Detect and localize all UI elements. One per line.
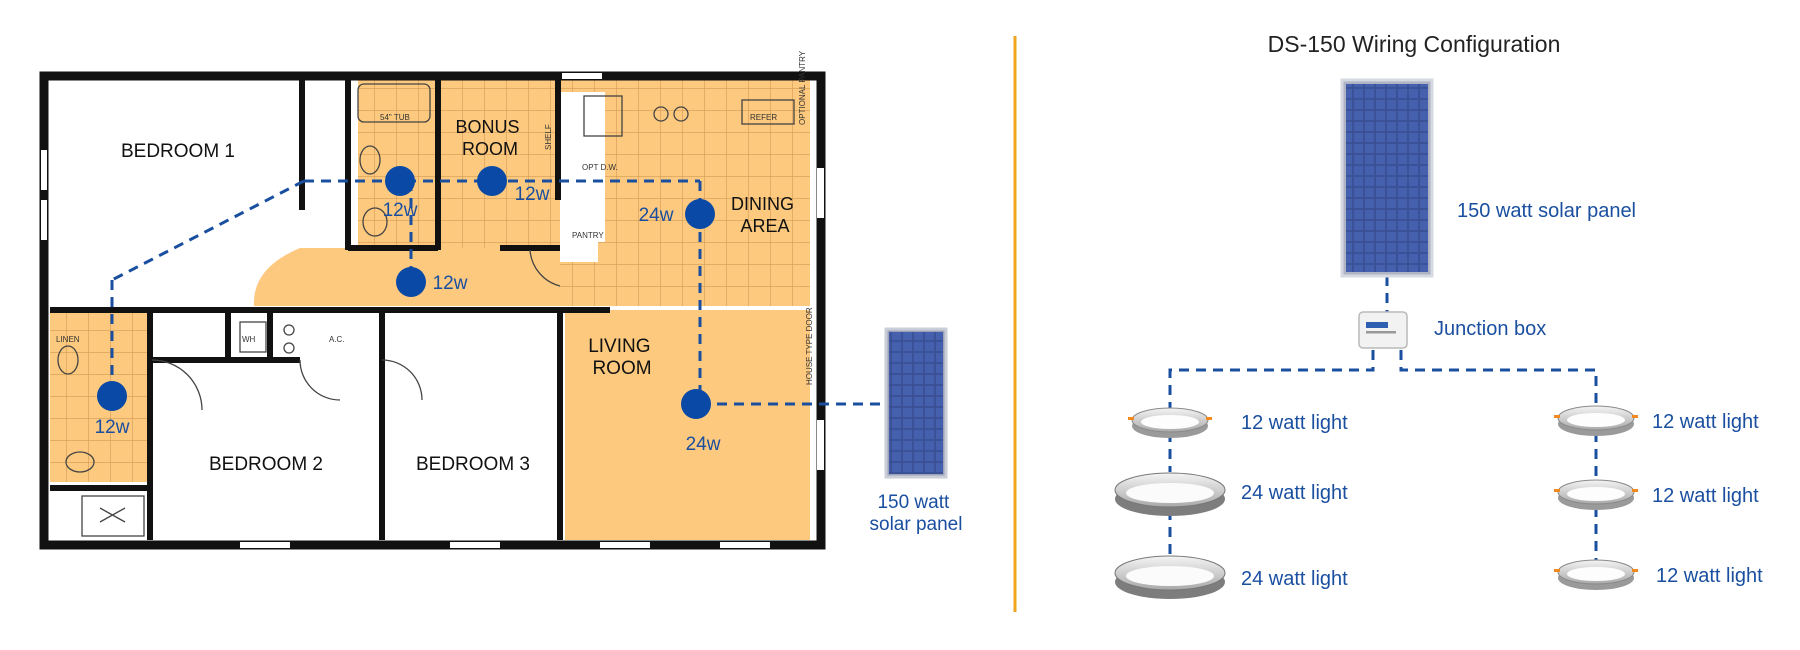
label-optional-pantry: OPTIONAL PANTRY bbox=[798, 50, 807, 125]
light-label: 24w bbox=[639, 205, 674, 226]
floor-plan-lights: 12w 12w 24w 12w 12w 24w bbox=[95, 166, 721, 455]
label-tub: 54" TUB bbox=[380, 113, 410, 122]
diagram-wiring bbox=[1168, 276, 1598, 560]
sink bbox=[583, 95, 623, 137]
label-linen: LINEN bbox=[56, 335, 80, 344]
fixture-label: 12 watt light bbox=[1652, 411, 1759, 433]
windows bbox=[41, 73, 824, 548]
fixture-label: 12 watt light bbox=[1241, 412, 1348, 434]
label-refer: REFER bbox=[750, 113, 777, 122]
light-dot bbox=[385, 166, 415, 196]
light-dot bbox=[97, 381, 127, 411]
right-branch: 12 watt light 12 watt light 12 watt ligh… bbox=[1553, 405, 1763, 591]
light-dot bbox=[681, 389, 711, 419]
label-shelf: SHELF bbox=[544, 124, 553, 150]
bathtub bbox=[357, 83, 431, 123]
light-dot bbox=[477, 166, 507, 196]
room-label-bedroom3: BEDROOM 3 bbox=[416, 454, 530, 475]
label-house-type-door: HOUSE TYPE DOOR bbox=[805, 307, 814, 385]
label-pantry: PANTRY bbox=[572, 231, 604, 240]
light-dot bbox=[685, 199, 715, 229]
wiring-diagram: DS-150 Wiring Configuration 150 watt sol… bbox=[1114, 31, 1763, 600]
bonus-room-label: BONUS bbox=[455, 117, 519, 137]
wiring-diagram-title: DS-150 Wiring Configuration bbox=[1268, 31, 1561, 57]
fixture-label: 12 watt light bbox=[1656, 565, 1763, 587]
label-ac: A.C. bbox=[329, 335, 345, 344]
light-fixture-icon bbox=[1127, 407, 1213, 439]
interior-walls bbox=[50, 80, 610, 540]
diagram-solar-panel-label: 150 watt solar panel bbox=[1457, 200, 1636, 222]
living-room-floor bbox=[565, 310, 810, 540]
toilet bbox=[359, 145, 381, 175]
junction-box: Junction box bbox=[1358, 311, 1546, 349]
room-label-dining-area: DINING AREA bbox=[731, 194, 799, 236]
room-label-living-room: LIVING ROOM bbox=[588, 336, 656, 379]
light-fixture-icon bbox=[1114, 472, 1226, 517]
label-wh: WH bbox=[242, 335, 256, 344]
light-fixture-icon bbox=[1553, 479, 1639, 511]
fixture-label: 12 watt light bbox=[1652, 485, 1759, 507]
left-branch: 12 watt light 24 watt light 24 watt ligh… bbox=[1114, 407, 1348, 600]
solar-panel-label: 150 watt solar panel bbox=[870, 492, 963, 535]
floor-plan-solar-panel: 150 watt solar panel bbox=[870, 327, 963, 535]
room-label-bonus-room: BONUS ROOM bbox=[455, 117, 524, 159]
light-fixture-icon bbox=[1553, 559, 1639, 591]
fixture-label: 24 watt light bbox=[1241, 482, 1348, 504]
light-dot bbox=[396, 267, 426, 297]
light-label: 12w bbox=[515, 184, 550, 205]
floor-plan: BEDROOM 1 BONUS ROOM DINING AREA LIVING … bbox=[39, 50, 963, 550]
water-heater bbox=[239, 321, 267, 353]
light-label: 12w bbox=[383, 200, 418, 221]
light-label: 12w bbox=[95, 417, 130, 438]
room-label-bedroom2: BEDROOM 2 bbox=[209, 454, 323, 475]
diagram-solar-panel: 150 watt solar panel bbox=[1340, 78, 1636, 278]
room-label-bedroom1: BEDROOM 1 bbox=[121, 141, 235, 162]
light-label: 24w bbox=[686, 434, 721, 455]
light-fixture-icon bbox=[1553, 405, 1639, 437]
shower bbox=[81, 495, 145, 537]
exterior-wall bbox=[39, 71, 826, 550]
label-opt-dw: OPT D.W. bbox=[582, 163, 618, 172]
light-label: 12w bbox=[433, 273, 468, 294]
light-fixture-icon bbox=[1114, 555, 1226, 600]
junction-box-label: Junction box bbox=[1434, 318, 1546, 340]
fixture-label: 24 watt light bbox=[1241, 568, 1348, 590]
